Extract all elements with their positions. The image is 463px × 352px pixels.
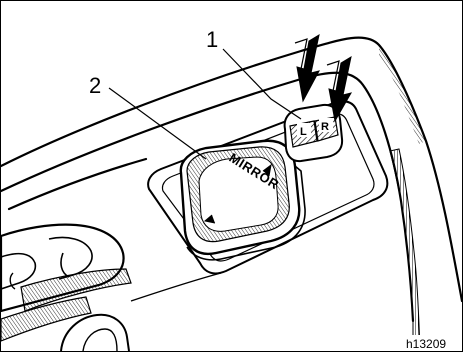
callout-1-number: 1 (206, 27, 218, 52)
mirror-adjust-knob[interactable]: MIRROR (181, 141, 305, 260)
figure-code: h13209 (406, 337, 446, 351)
panel-edge-shading (379, 45, 426, 351)
switch-label-right: R (321, 121, 329, 133)
callout-1-leader (223, 49, 301, 119)
callout-2-number: 2 (89, 73, 101, 98)
switch-label-left: L (300, 126, 307, 138)
